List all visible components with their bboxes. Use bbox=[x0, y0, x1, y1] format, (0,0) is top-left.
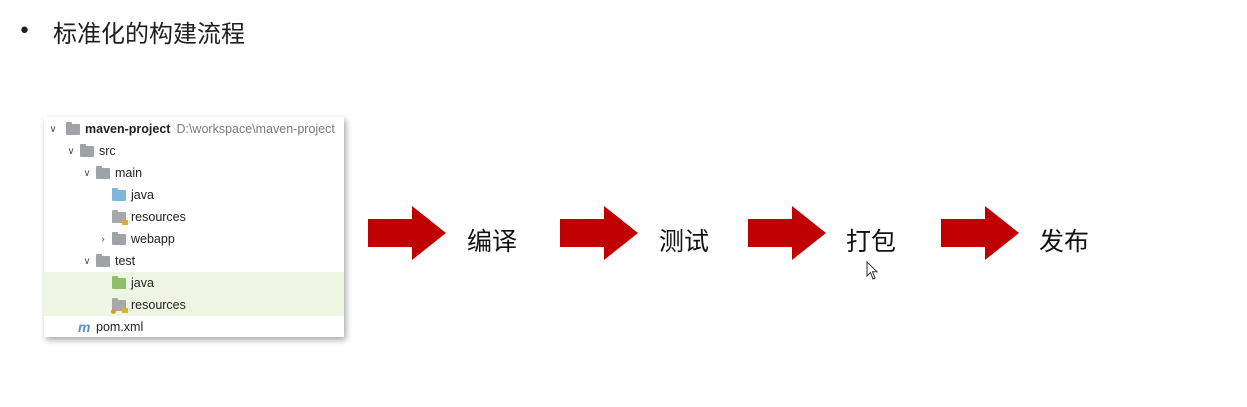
flow-step-compile: 编译 bbox=[467, 227, 518, 256]
tree-item-label: resources bbox=[131, 210, 186, 224]
chevron-down-icon[interactable]: ∨ bbox=[67, 145, 75, 157]
tree-root-row[interactable]: ∨ maven-project D:\workspace\maven-proje… bbox=[44, 118, 344, 140]
chevron-down-icon[interactable]: ∨ bbox=[83, 255, 91, 267]
arrow-icon-4 bbox=[941, 206, 1019, 260]
flow-step-deploy: 发布 bbox=[1039, 227, 1090, 256]
tree-item-test-resources[interactable]: resources bbox=[44, 294, 344, 316]
slide-heading: 标准化的构建流程 bbox=[52, 20, 245, 48]
maven-file-icon: m bbox=[78, 319, 91, 335]
arrow-icon-1 bbox=[368, 206, 446, 260]
tree-item-label: webapp bbox=[131, 232, 175, 246]
chevron-down-icon[interactable]: ∨ bbox=[83, 167, 91, 179]
test-resources-folder-icon bbox=[111, 297, 128, 314]
tree-item-label: pom.xml bbox=[96, 320, 144, 334]
tree-item-test[interactable]: ∨ test bbox=[44, 250, 344, 272]
source-folder-icon bbox=[112, 187, 126, 201]
web-folder-icon bbox=[112, 231, 126, 245]
test-folder-icon bbox=[112, 275, 126, 289]
slide-heading-line: • 标准化的构建流程 bbox=[18, 14, 245, 49]
folder-icon bbox=[96, 165, 110, 179]
tree-item-main-java[interactable]: java bbox=[44, 184, 344, 206]
bullet: • bbox=[18, 18, 31, 44]
tree-item-label: test bbox=[115, 254, 136, 268]
tree-item-webapp[interactable]: › webapp bbox=[44, 228, 344, 250]
tree-item-label: java bbox=[131, 276, 154, 290]
tree-item-label: src bbox=[99, 144, 116, 158]
mouse-cursor-icon bbox=[866, 261, 879, 280]
folder-icon bbox=[96, 253, 110, 267]
arrow-icon-3 bbox=[748, 206, 826, 260]
flow-step-package: 打包 bbox=[846, 227, 897, 256]
root-path: D:\workspace\maven-project bbox=[176, 122, 335, 136]
tree-item-pom[interactable]: m pom.xml bbox=[44, 316, 344, 338]
tree-item-label: resources bbox=[131, 298, 186, 312]
tree-item-main-resources[interactable]: resources bbox=[44, 206, 344, 228]
flow-step-test: 测试 bbox=[659, 227, 710, 256]
module-folder-icon bbox=[66, 121, 80, 135]
folder-icon bbox=[80, 143, 94, 157]
arrow-icon-2 bbox=[560, 206, 638, 260]
tree-item-test-java[interactable]: java bbox=[44, 272, 344, 294]
chevron-down-icon[interactable]: ∨ bbox=[49, 123, 57, 135]
tree-item-main[interactable]: ∨ main bbox=[44, 162, 344, 184]
chevron-right-icon[interactable]: › bbox=[101, 233, 105, 245]
tree-item-src[interactable]: ∨ src bbox=[44, 140, 344, 162]
tree-item-label: java bbox=[131, 188, 154, 202]
resources-folder-icon bbox=[112, 209, 128, 225]
tree-item-label: main bbox=[115, 166, 143, 180]
root-name: maven-project bbox=[85, 122, 171, 136]
project-tree-panel: ∨ maven-project D:\workspace\maven-proje… bbox=[44, 117, 344, 337]
